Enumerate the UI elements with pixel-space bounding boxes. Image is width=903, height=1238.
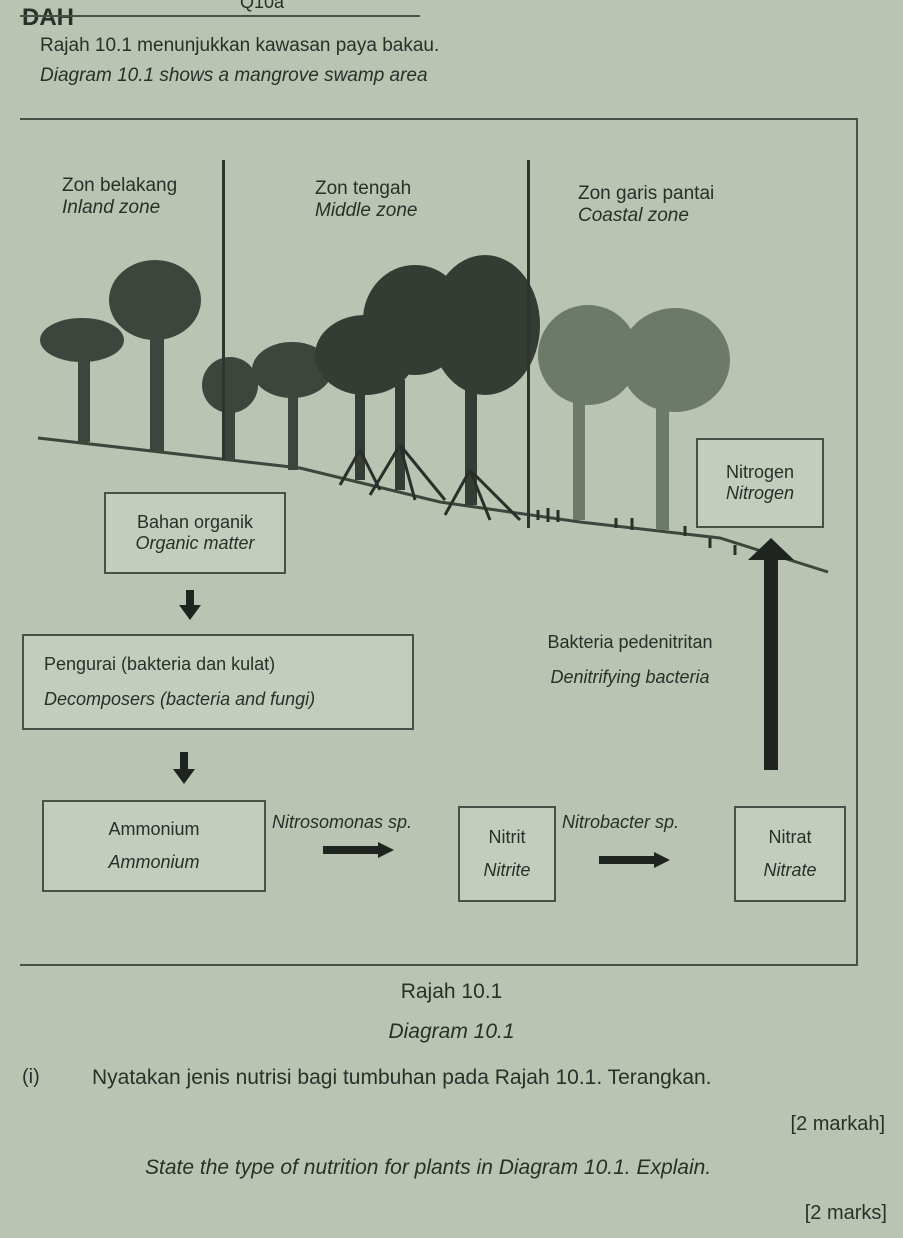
nitrate-box: Nitrat Nitrate <box>734 806 846 902</box>
organic-ms: Bahan organik <box>136 512 254 532</box>
question-en: State the type of nutrition for plants i… <box>145 1156 712 1179</box>
nitrate-ms: Nitrat <box>768 827 812 847</box>
zone-middle-ms: Zon tengah <box>315 178 412 199</box>
nitrite-box: Nitrit Nitrite <box>458 806 556 902</box>
nitrosomonas-label: Nitrosomonas sp. <box>272 812 413 832</box>
marks-ms: [2 markah] <box>790 1113 885 1135</box>
question-tag: Q10a <box>240 0 285 12</box>
zone-middle-label: Zon tengah Middle zone <box>315 178 417 222</box>
ammonium-box: Ammonium Ammonium <box>42 800 266 892</box>
caption-ms: Rajah 10.1 <box>400 980 503 1003</box>
denitrifying-en: Denitrifying bacteria <box>550 667 710 687</box>
zone-coastal-label: Zon garis pantai Coastal zone <box>578 183 714 227</box>
organic-en: Organic matter <box>135 533 255 553</box>
nitrogen-box: Nitrogen Nitrogen <box>696 438 824 528</box>
organic-matter-box: Bahan organik Organic matter <box>104 492 286 574</box>
zone-coastal-ms: Zon garis pantai <box>578 183 715 204</box>
mangrove-illustration <box>37 255 829 574</box>
decomposers-en: Decomposers (bacteria and fungi) <box>44 689 316 709</box>
zone-inland-en: Inland zone <box>62 197 161 218</box>
denitrifying-label: Bakteria pedenitritan Denitrifying bacte… <box>510 632 750 688</box>
nitrogen-en: Nitrogen <box>725 483 795 503</box>
marks-en: [2 marks] <box>804 1202 887 1224</box>
nitrobacter-label: Nitrobacter sp. <box>562 812 680 832</box>
nitrite-en: Nitrite <box>483 860 531 880</box>
zone-coastal-en: Coastal zone <box>578 205 689 226</box>
question-number: (i) <box>22 1066 40 1088</box>
ammonium-en: Ammonium <box>108 852 200 872</box>
zone-inland-ms: Zon belakang <box>62 175 178 196</box>
paper-code: DAH <box>22 4 74 31</box>
zone-divider-middle-coastal <box>527 160 530 528</box>
question-ms: Nyatakan jenis nutrisi bagi tumbuhan pad… <box>92 1066 712 1089</box>
decomposers-box: Pengurai (bakteria dan kulat) Decomposer… <box>22 634 414 730</box>
denitrifying-ms: Bakteria pedenitritan <box>547 632 713 652</box>
caption-en: Diagram 10.1 <box>388 1020 515 1043</box>
nitrite-ms: Nitrit <box>488 827 526 847</box>
zone-divider-inland-middle <box>222 160 225 460</box>
diagram-frame <box>20 118 858 966</box>
decomposers-ms: Pengurai (bakteria dan kulat) <box>44 654 276 674</box>
nitrogen-ms: Nitrogen <box>725 462 795 482</box>
nitrate-en: Nitrate <box>763 860 817 880</box>
zone-middle-en: Middle zone <box>315 200 418 221</box>
header-rule <box>20 15 420 17</box>
intro-malay: Rajah 10.1 menunjukkan kawasan paya baka… <box>40 35 440 56</box>
ammonium-ms: Ammonium <box>108 819 200 839</box>
intro-english: Diagram 10.1 shows a mangrove swamp area <box>40 65 428 86</box>
zone-inland-label: Zon belakang Inland zone <box>62 175 177 219</box>
